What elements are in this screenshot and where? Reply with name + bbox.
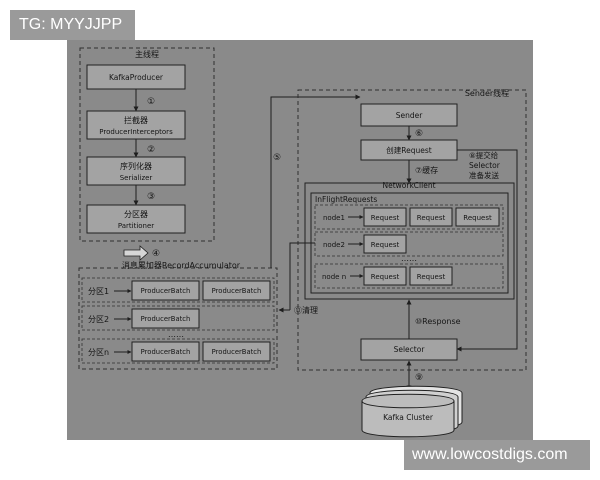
node-1-request-3 xyxy=(455,207,500,227)
partition-1-batch-1-label: ProducerBatch xyxy=(141,287,191,295)
partition-n-label: 分区n xyxy=(88,348,109,357)
kafka-cluster-label: Kafka Cluster xyxy=(383,413,434,422)
partition-1-batch-2 xyxy=(202,280,271,301)
step-11-label: ⑪清理 xyxy=(294,305,318,315)
node-1-request-2 xyxy=(409,207,453,227)
website-watermark-label: www.lowcostdigs.com xyxy=(404,440,590,470)
node-2-row xyxy=(314,231,504,257)
node-n-label: node n xyxy=(322,273,346,281)
partitioner-en-label: Partitioner xyxy=(118,222,154,230)
node-2-request-1 xyxy=(363,234,407,254)
partition-2-batch-1-label: ProducerBatch xyxy=(141,315,191,323)
create-request-to-selector-arrow xyxy=(456,149,518,352)
step-8-line-1: ⑧提交给 xyxy=(469,150,499,160)
accumulator-to-sender-arrow xyxy=(270,94,361,268)
node-n-row xyxy=(314,263,504,289)
node-2-label: node2 xyxy=(323,241,345,249)
sender-thread-container xyxy=(297,89,527,371)
step-10-label: ⑩Response xyxy=(415,317,461,326)
step-1-label: ① xyxy=(147,97,155,107)
create-request-label: 创建Request xyxy=(386,145,432,155)
kafka-producer-label: KafkaProducer xyxy=(109,73,164,82)
node-1-request-1-label: Request xyxy=(371,214,400,222)
diagram-background xyxy=(67,40,533,440)
step-4-label: ④ xyxy=(152,249,160,259)
node-1-label: node1 xyxy=(323,214,345,222)
kafka-cluster-front-disk-top xyxy=(361,400,455,409)
partitioner-box xyxy=(86,204,186,234)
partition-1-label: 分区1 xyxy=(88,287,109,296)
sender-thread-title: Sender线程 xyxy=(465,88,509,98)
node-1-row xyxy=(314,204,504,230)
node-n-request-2-label: Request xyxy=(417,273,446,281)
kafka-producer-box xyxy=(86,64,186,90)
partition-n-batch-2-label: ProducerBatch xyxy=(212,348,262,356)
inflight-requests-label: InFlightRequests xyxy=(315,195,377,204)
partition-n-batch-1-label: ProducerBatch xyxy=(141,348,191,356)
serializer-box xyxy=(86,156,186,186)
partition-2-row xyxy=(81,305,275,331)
interceptor-zh-label: 拦截器 xyxy=(124,115,148,125)
step-8-line-3: 准备发送 xyxy=(469,170,499,180)
step-6-label: ⑥ xyxy=(415,129,423,139)
partition-1-row xyxy=(81,277,275,303)
partition-n-row xyxy=(81,338,275,364)
network-client-label: NetworkClient xyxy=(382,181,435,190)
node-1-request-2-label: Request xyxy=(417,214,446,222)
partitioner-to-accumulator-hollow-arrow xyxy=(123,245,149,261)
telegram-tag-label: TG: MYYJJPP xyxy=(10,10,135,40)
partition-1-batch-2-label: ProducerBatch xyxy=(212,287,262,295)
node-n-request-2 xyxy=(409,266,453,286)
step-8-line-2: Selector xyxy=(469,161,501,170)
accumulator-ellipsis: …… xyxy=(168,330,184,339)
node-2-request-1-label: Request xyxy=(371,241,400,249)
cleanup-connector-line xyxy=(289,242,315,310)
step-7-label: ⑦缓存 xyxy=(415,165,438,175)
selector-box xyxy=(360,338,458,361)
accumulator-title: 消息累加器RecordAccumulator xyxy=(122,260,241,270)
node-1-request-1 xyxy=(363,207,407,227)
accumulator-container xyxy=(78,267,278,370)
network-client-box xyxy=(304,182,515,300)
sender-label: Sender xyxy=(396,111,424,120)
partitioner-zh-label: 分区器 xyxy=(124,210,148,219)
node-1-request-3-label: Request xyxy=(463,214,492,222)
serializer-zh-label: 序列化器 xyxy=(120,161,152,171)
partition-2-batch-1 xyxy=(131,308,200,329)
step-9-label: ⑨ xyxy=(415,373,423,383)
step-5-label: ⑤ xyxy=(273,153,281,163)
main-thread-title: 主线程 xyxy=(135,49,159,59)
node-n-request-1 xyxy=(363,266,407,286)
node-ellipsis: …… xyxy=(401,254,417,263)
interceptor-en-label: ProducerInterceptors xyxy=(99,128,173,136)
serializer-en-label: Serializer xyxy=(120,174,153,182)
step-2-label: ② xyxy=(147,145,155,155)
partition-2-label: 分区2 xyxy=(88,315,109,324)
partition-n-batch-1 xyxy=(131,341,200,362)
node-n-request-1-label: Request xyxy=(371,273,400,281)
kafka-cluster-front-disk xyxy=(361,393,455,438)
selector-label: Selector xyxy=(394,345,426,354)
step-3-label: ③ xyxy=(147,192,155,202)
main-thread-container xyxy=(79,47,215,242)
partition-n-batch-2 xyxy=(202,341,271,362)
partition-1-batch-1 xyxy=(131,280,200,301)
